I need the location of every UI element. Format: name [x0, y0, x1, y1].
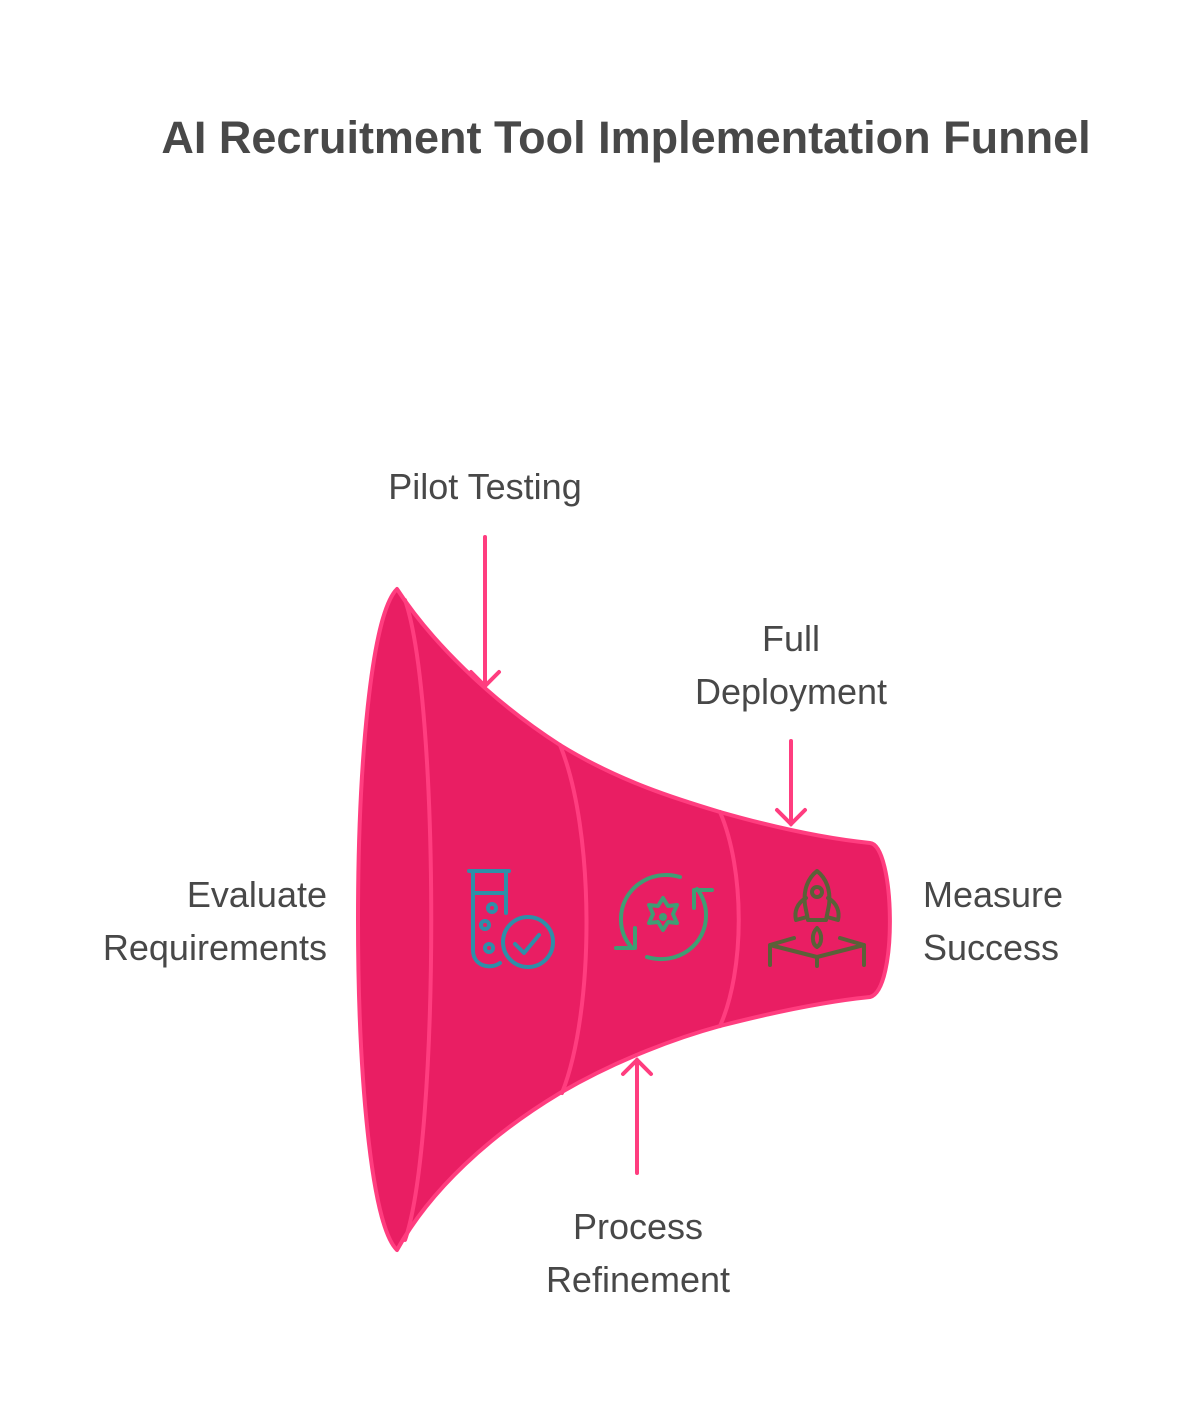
stage-label-measure-success: Measure Success: [923, 868, 1183, 974]
stage-label-pilot-testing: Pilot Testing: [335, 460, 635, 513]
label-line: Full: [761, 618, 820, 659]
label-line: Evaluate: [186, 874, 327, 915]
label-line: Deployment: [694, 671, 888, 712]
label-line: Requirements: [102, 927, 327, 968]
label-line: Pilot Testing: [388, 466, 582, 507]
stage-divider-1: [403, 598, 434, 1242]
stage-divider-3: [718, 810, 741, 1028]
label-line: Success: [923, 927, 1060, 968]
diagram-title: AI Recruitment Tool Implementation Funne…: [161, 112, 1091, 163]
stage-label-process-refinement: Process Refinement: [488, 1200, 788, 1306]
process-refinement-arrow: [621, 1057, 653, 1175]
pilot-testing-arrow: [469, 535, 501, 689]
funnel-body: [356, 587, 892, 1252]
label-line: Measure: [923, 874, 1064, 915]
test-tube-check-icon: [467, 869, 555, 969]
label-line: Refinement: [545, 1259, 731, 1300]
stage-label-evaluate-requirements: Evaluate Requirements: [40, 868, 327, 974]
full-deployment-arrow: [775, 739, 807, 827]
label-line: Process: [572, 1206, 704, 1247]
gear-cycle-icon: [614, 873, 714, 961]
rocket-launch-icon: [768, 869, 866, 968]
stage-label-full-deployment: Full Deployment: [641, 612, 941, 718]
stage-divider-2: [558, 743, 589, 1095]
